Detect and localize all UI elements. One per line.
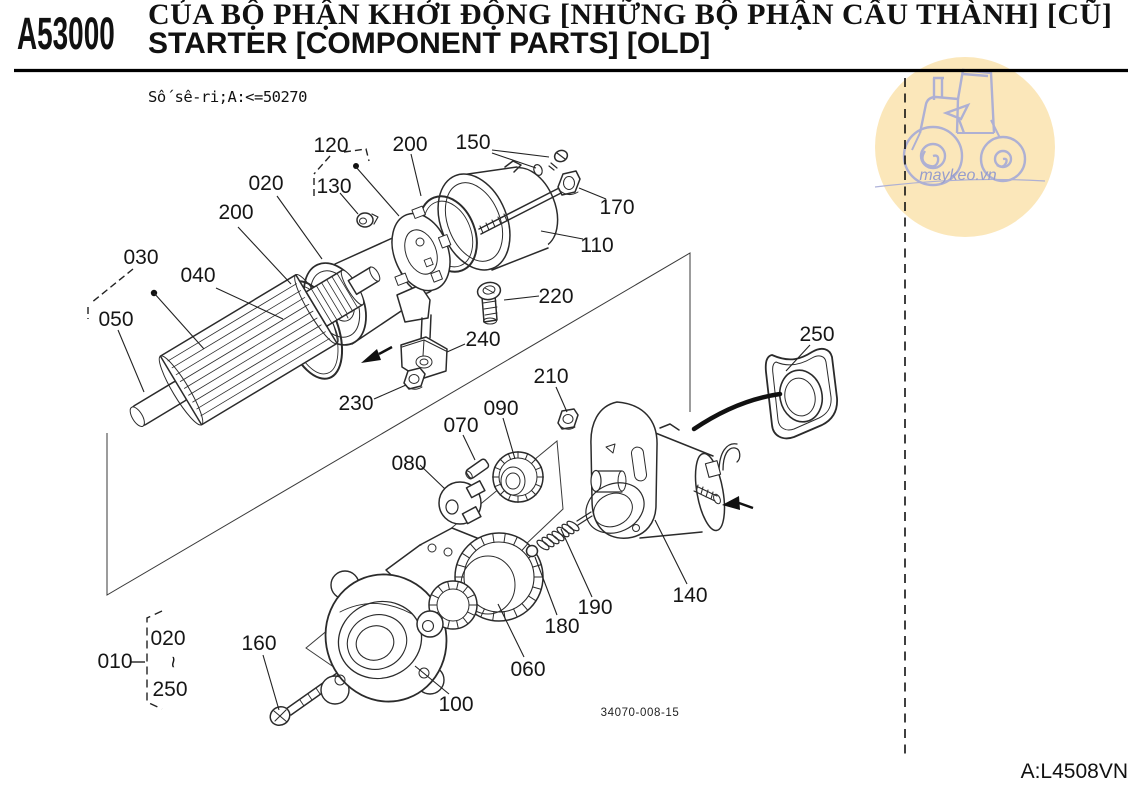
callout-label-090: 090 xyxy=(483,397,518,420)
part-brush-holder xyxy=(391,205,452,292)
callout-label-200: 200 xyxy=(218,201,253,224)
part-rear-cover-110 xyxy=(437,160,559,271)
callout-label-230: 230 xyxy=(338,392,373,415)
callout-label-170: 170 xyxy=(599,196,634,219)
leader-lines xyxy=(117,149,811,711)
callout-label-040: 040 xyxy=(180,264,215,287)
part-nut-210 xyxy=(557,408,579,430)
direction-arrows xyxy=(361,345,783,510)
callout-label-010: 010 xyxy=(97,650,132,673)
watermark-text: maykeo.vn xyxy=(919,167,996,184)
callout-labels: 120 130 020 200 200 150 170 110 030 040 050 220 240 2… xyxy=(97,131,834,716)
part-bracket-240 xyxy=(400,336,448,380)
callout-label-080: 080 xyxy=(391,452,426,475)
section-code: A53000 xyxy=(17,8,115,59)
group-brackets xyxy=(87,148,370,710)
part-pinion-clutch-060 xyxy=(416,532,544,638)
callout-label-030: 030 xyxy=(123,246,158,269)
page-title-vietnamese: CỦA BỘ PHẬN KHỞI ĐỘNG [NHỮNG BỘ PHẬN CẤU… xyxy=(148,0,1113,31)
callout-label-150: 150 xyxy=(455,131,490,154)
callout-label-200: 200 xyxy=(392,133,427,156)
assembly-swoosh-arrow xyxy=(691,391,783,432)
callout-label-140: 140 xyxy=(672,584,707,607)
callout-label-100: 100 xyxy=(438,693,473,716)
part-armature-050 xyxy=(129,266,381,427)
callout-label-180: 180 xyxy=(544,615,579,638)
callout-label-020: 020 xyxy=(150,627,185,650)
callout-label-130: 130 xyxy=(316,175,351,198)
callout-label-250: 250 xyxy=(152,678,187,701)
drawing-number: 34070-008-15 xyxy=(601,707,680,719)
callout-label-120: 120 xyxy=(313,134,348,157)
callout-label-160: 160 xyxy=(241,632,276,655)
callout-label-060: 060 xyxy=(510,658,545,681)
page-title-english: STARTER [COMPONENT PARTS] [OLD] xyxy=(148,27,711,60)
part-ball-180 xyxy=(525,544,539,558)
footer-model-ref: A:L4508VN xyxy=(1020,760,1128,783)
callout-label-250: 250 xyxy=(799,323,834,346)
part-bolt-220 xyxy=(476,281,502,325)
callout-label-110: 110 xyxy=(580,234,613,257)
callout-label-020: 020 xyxy=(248,172,283,195)
part-spring-190 xyxy=(536,511,593,551)
callout-label-~: ~ xyxy=(161,656,184,668)
callout-label-070: 070 xyxy=(443,414,478,437)
part-grommet-130 xyxy=(356,212,379,228)
part-screw-150 xyxy=(533,149,569,176)
callout-label-190: 190 xyxy=(577,596,612,619)
part-gasket-plate-250 xyxy=(764,347,838,440)
part-coupling-080 xyxy=(438,480,486,525)
part-through-stud xyxy=(478,185,566,235)
callout-label-240: 240 xyxy=(465,328,500,351)
callout-label-050: 050 xyxy=(98,308,133,331)
part-nut-230 xyxy=(403,367,426,390)
callout-label-210: 210 xyxy=(533,365,568,388)
callout-label-220: 220 xyxy=(538,285,573,308)
watermark-logo: maykeo.vn xyxy=(874,57,1055,237)
part-nut-170 xyxy=(557,170,581,196)
serial-range-note: Số sê-ri;A:<=50270 xyxy=(148,88,307,106)
part-pin-070 xyxy=(465,458,490,480)
part-drive-housing-140 xyxy=(585,401,741,539)
part-gear-090 xyxy=(492,451,544,503)
